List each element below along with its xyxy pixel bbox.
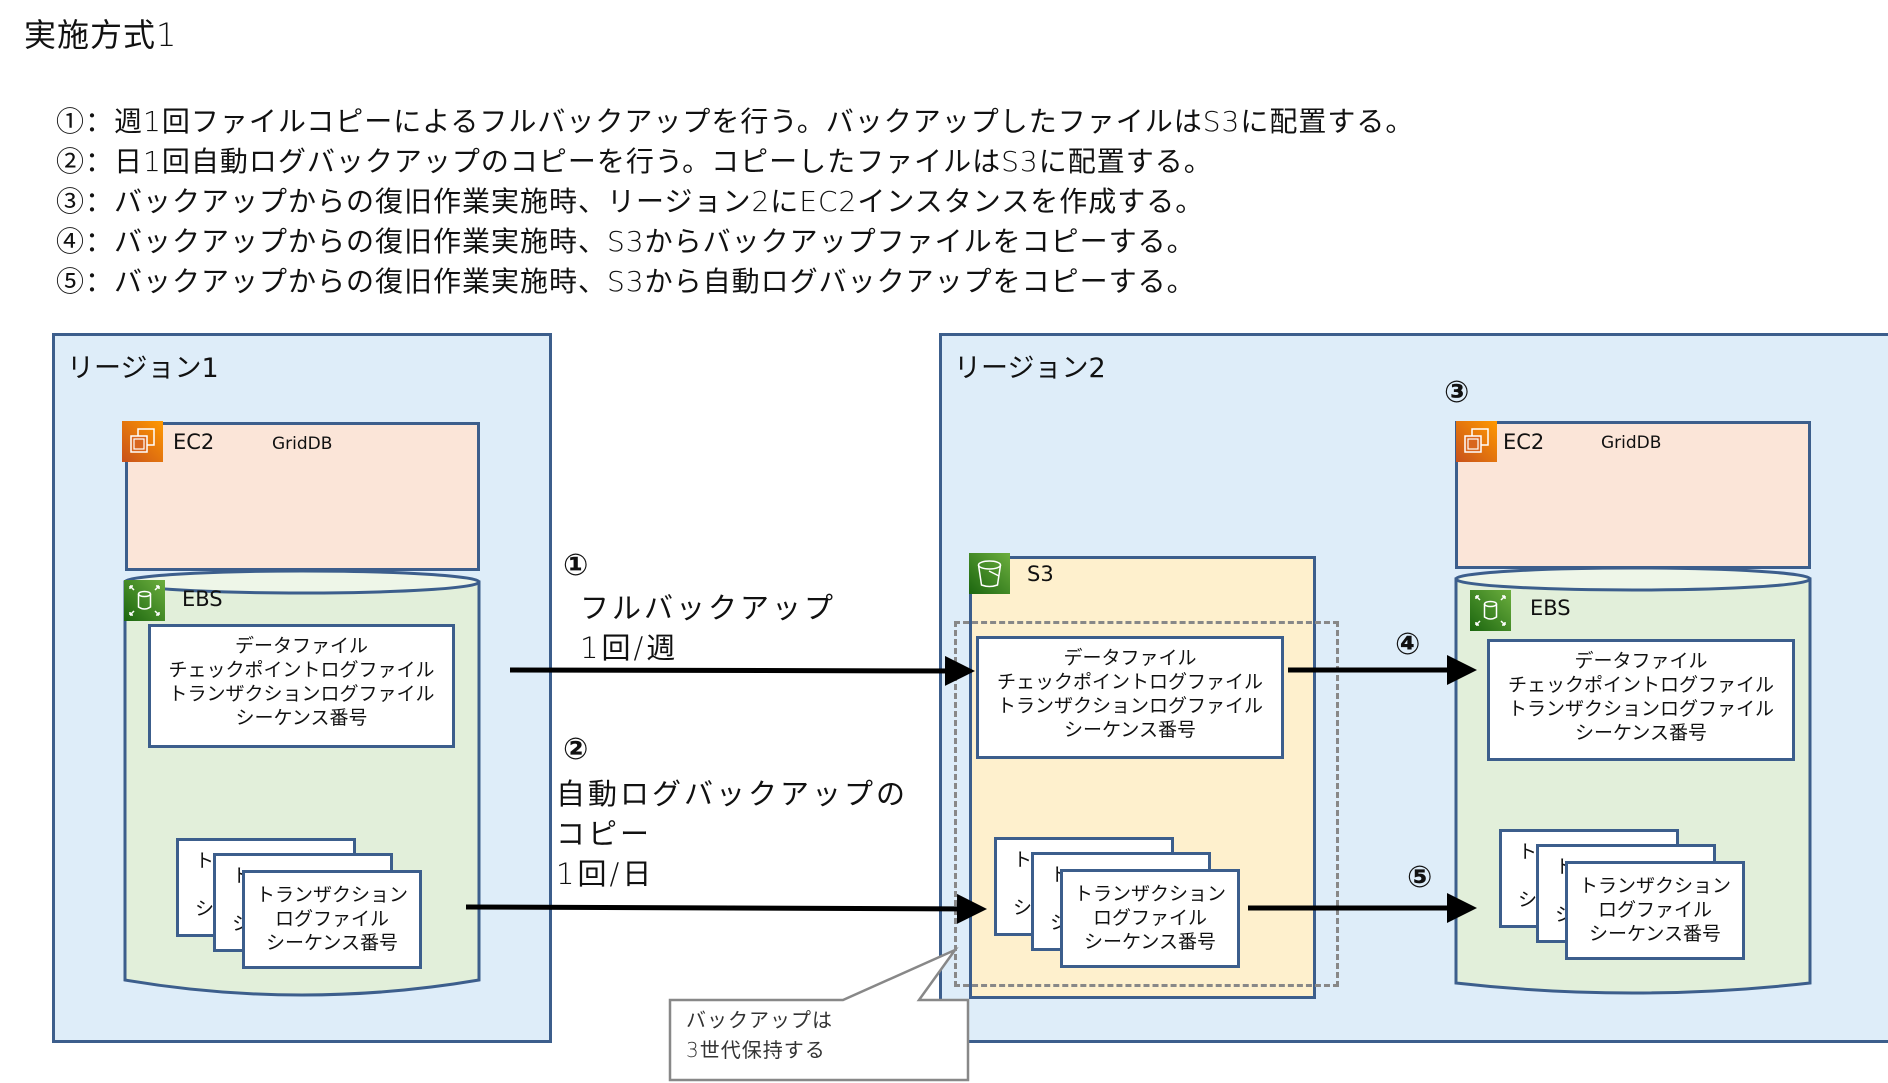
region2-data-files-box: データファイル チェックポイントログファイル トランザクションログファイル シー…: [1487, 639, 1795, 761]
flow-label-line: 1回/週: [580, 631, 679, 665]
page-title: 実施方式1: [24, 16, 178, 54]
region2-log-backup-gen1: トランザクション ログファイル シーケンス番号: [1565, 861, 1745, 960]
file-item: ログファイル: [274, 908, 389, 930]
step5-marker: ⑤: [1407, 860, 1433, 895]
file-item: シーケンス番号: [1574, 722, 1708, 744]
file-item: ログファイル: [1092, 907, 1207, 929]
full-backup-arrow: [509, 655, 975, 686]
ec2-icon: [122, 421, 163, 462]
callout-line: 3世代保持する: [686, 1038, 826, 1062]
region2-label: リージョン2: [954, 353, 1106, 384]
file-item: チェックポイントログファイル: [996, 671, 1263, 693]
file-item: トランザクション: [255, 884, 408, 906]
ebs-icon: [1470, 590, 1511, 631]
step4-marker: ④: [1395, 627, 1421, 662]
region1-ec2-box: EC2 GridDB: [125, 422, 480, 571]
file-item: シーケンス番号: [235, 707, 368, 729]
s3-label: S3: [1027, 562, 1054, 586]
flow-label-line: コピー: [556, 817, 653, 851]
region1-label: リージョン1: [67, 353, 219, 384]
file-item: トランザクションログファイル: [168, 683, 435, 705]
file-item: トランザクションログファイル: [1507, 698, 1774, 720]
s3-log-backup-gen1: トランザクション ログファイル シーケンス番号: [1060, 869, 1240, 968]
file-item: シーケンス番号: [265, 932, 399, 954]
ec2-label: EC2: [1503, 430, 1545, 454]
log-backup-label: 自動ログバックアップの コピー 1回/日: [556, 774, 908, 894]
file-item: チェックポイントログファイル: [1507, 674, 1774, 696]
file-item: データファイル: [1063, 647, 1197, 669]
file-item: ログファイル: [1597, 899, 1712, 921]
file-item: シーケンス番号: [1083, 931, 1217, 953]
step-item: ①：週1回ファイルコピーによるフルバックアップを行う。バックアップしたファイルは…: [56, 105, 1415, 138]
flow-label-line: 1回/日: [556, 857, 655, 891]
region1-data-files-box: データファイル チェックポイントログファイル トランザクションログファイル シー…: [148, 624, 455, 748]
flow-label-line: フルバックアップ: [580, 591, 837, 625]
step3-marker: ③: [1444, 375, 1470, 410]
griddb-label: GridDB: [1601, 433, 1662, 453]
griddb-label: GridDB: [272, 434, 333, 454]
callout-line: バックアップは: [686, 1008, 833, 1032]
file-item: トランザクション: [1578, 875, 1731, 897]
ebs-label: EBS: [1530, 596, 1571, 620]
ebs-label: EBS: [182, 587, 223, 611]
file-item: シーケンス番号: [1063, 719, 1197, 741]
step-item: ②：日1回自動ログバックアップのコピーを行う。コピーしたファイルはS3に配置する…: [56, 145, 1213, 178]
step-item: ③：バックアップからの復旧作業実施時、リージョン2にEC2インスタンスを作成する…: [56, 185, 1205, 218]
region2-ec2-box: EC2 GridDB: [1455, 421, 1811, 569]
step-item: ⑤：バックアップからの復旧作業実施時、S3から自動ログバックアップをコピーする。: [56, 265, 1196, 298]
file-item: トランザクションログファイル: [996, 695, 1263, 717]
retention-callout: バックアップは 3世代保持する: [686, 1005, 833, 1065]
backup-generations-group: [954, 621, 1339, 987]
step-item: ④：バックアップからの復旧作業実施時、S3からバックアップファイルをコピーする。: [56, 225, 1196, 258]
file-item: チェックポイントログファイル: [168, 659, 435, 681]
ec2-icon: [1456, 421, 1497, 462]
flow-label-line: 自動ログバックアップの: [556, 777, 909, 811]
file-item: データファイル: [234, 635, 368, 657]
s3-data-files-box: データファイル チェックポイントログファイル トランザクションログファイル シー…: [976, 636, 1284, 759]
step2-marker: ②: [563, 732, 589, 767]
full-backup-label: フルバックアップ 1回/週: [580, 588, 836, 668]
step1-marker: ①: [563, 548, 589, 583]
file-item: データファイル: [1574, 650, 1708, 672]
file-item: シーケンス番号: [1588, 923, 1722, 945]
file-item: トランザクション: [1073, 883, 1226, 905]
s3-bucket-icon: [969, 553, 1010, 594]
ebs-icon: [124, 580, 165, 621]
ec2-label: EC2: [173, 430, 215, 454]
region1-log-backup-gen1: トランザクション ログファイル シーケンス番号: [242, 870, 422, 969]
